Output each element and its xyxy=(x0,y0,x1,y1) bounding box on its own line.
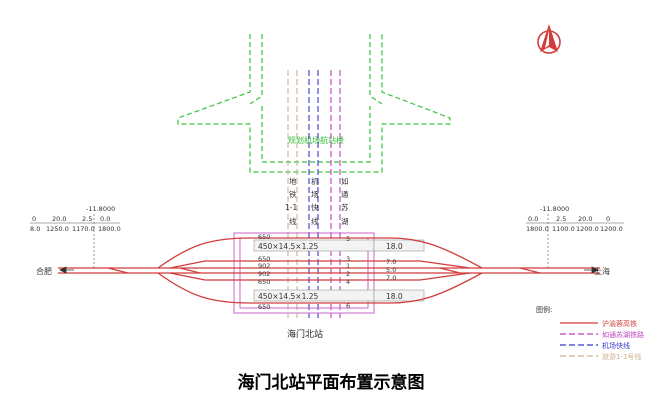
station-name: 海门北站 xyxy=(287,328,323,340)
legend-label: 旅游1-1号线 xyxy=(602,352,641,361)
terminal-building-label: 规划机场航站楼 xyxy=(288,135,344,145)
station-track-4 xyxy=(169,272,471,281)
spacing-value: 650 xyxy=(258,255,270,263)
spacing-value: 650 xyxy=(258,303,270,311)
spacing-value: 650 xyxy=(258,278,270,286)
legend-title: 图例: xyxy=(536,305,552,314)
spacing-value: 902 xyxy=(258,270,270,278)
west-grade: 0 xyxy=(32,215,36,223)
west-grade: 0.0 xyxy=(100,215,110,223)
west-grade: 20.0 xyxy=(52,215,66,223)
spacing-value: 650 xyxy=(258,233,270,241)
track-number: 4 xyxy=(346,278,350,286)
east-elevation: -11.8000 xyxy=(540,205,569,213)
upper-platform-east xyxy=(373,239,425,252)
spacing-value: 5.0 xyxy=(386,266,396,274)
east-length: 1800.0 xyxy=(526,225,549,233)
airport-express-label: 机场快线 xyxy=(311,176,319,226)
west-length: 1170.0 xyxy=(72,225,95,233)
east-grade: 2.5 xyxy=(556,215,566,223)
west-length: 1800.0 xyxy=(98,225,121,233)
lower-platform-width: 18.0 xyxy=(386,292,403,301)
west-length: 8.0 xyxy=(30,225,40,233)
city-west-label: 合肥 xyxy=(36,266,52,276)
east-length: 1100.0 xyxy=(552,225,575,233)
legend-label: 沪渝蓉高铁 xyxy=(602,319,637,328)
direction-arrows xyxy=(59,266,599,274)
spacing-value: 7.0 xyxy=(386,258,396,266)
track-number: 5 xyxy=(346,235,350,243)
west-elevation: -11.8000 xyxy=(86,205,115,213)
diagram-caption: 海门北站平面布置示意图 xyxy=(237,373,425,393)
legend: 图例: 沪渝蓉高铁 如通苏湖铁路 机场快线 旅游1-1号线 xyxy=(536,305,644,361)
north-arrow-icon xyxy=(537,24,561,54)
spacing-value: 902 xyxy=(258,262,270,270)
station-track-6 xyxy=(157,272,483,304)
terminal-building-outline xyxy=(177,34,451,173)
east-length: 1200.0 xyxy=(576,225,599,233)
lower-platform-east xyxy=(373,289,425,302)
east-grade: 20.0 xyxy=(578,215,592,223)
upper-platform-width: 18.0 xyxy=(386,242,403,251)
east-profile: -11.8000 0.0 2.5 20.0 0 1800.0 1100.0 12… xyxy=(526,205,624,268)
rail-tracks xyxy=(58,237,600,304)
east-grade: 0 xyxy=(606,215,610,223)
west-profile: -11.8000 0 20.0 2.5 0.0 8.0 1250.0 1170.… xyxy=(30,205,121,268)
station-track-5 xyxy=(157,237,483,269)
west-length: 1250.0 xyxy=(46,225,69,233)
east-grade: 0.0 xyxy=(528,215,538,223)
vertical-corridor-lines xyxy=(287,70,341,318)
track-number: 2 xyxy=(346,270,350,278)
track-number: 3 xyxy=(346,255,350,263)
lower-platform-spec: 450×14.5×1.25 xyxy=(258,292,319,301)
station-track-3 xyxy=(169,260,471,269)
city-east-label: 上海 xyxy=(594,266,610,276)
upper-platform-spec: 450×14.5×1.25 xyxy=(258,242,319,251)
jiangsu-lake-label: 如通苏湖 xyxy=(341,176,349,226)
legend-label: 如通苏湖铁路 xyxy=(602,330,644,339)
legend-label: 机场快线 xyxy=(602,341,630,350)
track-number: 1 xyxy=(346,262,350,270)
east-length: 1200.0 xyxy=(600,225,623,233)
track-number: 6 xyxy=(346,302,350,310)
west-grade: 2.5 xyxy=(82,215,92,223)
spacing-value: 7.0 xyxy=(386,274,396,282)
